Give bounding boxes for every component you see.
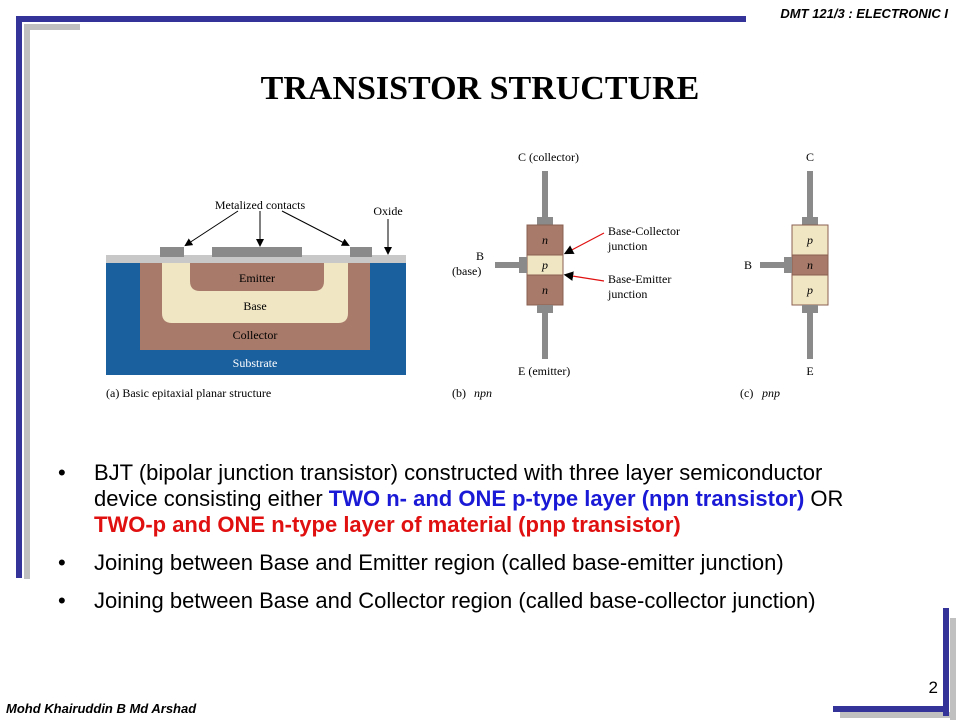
author-name: Mohd Khairuddin B Md Arshad [6, 701, 197, 716]
metalized-contacts-label: Metalized contacts [215, 198, 306, 212]
svg-text:p: p [806, 233, 813, 247]
caption-c-prefix: (c) [740, 386, 753, 400]
bullet-list: • BJT (bipolar junction transistor) cons… [58, 460, 878, 626]
bullet-base-collector: • Joining between Base and Collector reg… [58, 588, 816, 613]
pnp-emitter-label: E [806, 364, 813, 378]
npn-highlight: TWO n- and ONE p-type layer (npn transis… [328, 486, 805, 511]
npn-layer-top [526, 224, 564, 256]
npn-base-label: (base) [452, 264, 481, 278]
contact-left [160, 247, 184, 257]
pnp-base-label: B [744, 258, 752, 272]
svg-text:p: p [806, 283, 813, 297]
contact-right [350, 247, 372, 257]
npn-diagram: C (collector) n p n B (base) Base-Collec… [452, 150, 680, 400]
bullet-bjt-definition: • BJT (bipolar junction transistor) cons… [58, 460, 844, 537]
be-junction-label-2: junction [607, 287, 647, 301]
bc-junction-label-1: Base-Collector [608, 224, 680, 238]
slide-title: TRANSISTOR STRUCTURE [260, 70, 700, 107]
svg-text:p: p [541, 258, 548, 272]
contact-middle [212, 247, 302, 257]
substrate-label: Substrate [233, 356, 278, 370]
bullet-marker: • [58, 550, 66, 575]
npn-emitter-label: E (emitter) [518, 364, 570, 378]
pnp-highlight: TWO-p and ONE n-type layer of material (… [94, 512, 681, 537]
page-number: 2 [928, 678, 938, 697]
be-junction-label-1: Base-Emitter [608, 272, 671, 286]
base-label: Base [243, 299, 266, 313]
svg-text:n: n [807, 258, 813, 272]
pnp-diagram: C p n p B E (c) pnp [740, 150, 829, 400]
svg-text:n: n [542, 283, 548, 297]
pnp-collector-label: C [806, 150, 814, 164]
bullet-base-emitter: • Joining between Base and Emitter regio… [58, 550, 784, 575]
npn-base-letter: B [476, 249, 484, 263]
bullet-marker: • [58, 460, 66, 485]
caption-c-name: pnp [761, 386, 780, 400]
caption-b-name: npn [474, 386, 492, 400]
oxide-label: Oxide [373, 204, 402, 218]
bc-junction-label-2: junction [607, 239, 647, 253]
emitter-region [190, 263, 324, 291]
oxide-layer [106, 255, 406, 263]
transistor-structure-figure: Metalized contacts Oxide Emitter Base Co… [106, 150, 829, 400]
emitter-label: Emitter [239, 271, 275, 285]
caption-a: (a) Basic epitaxial planar structure [106, 386, 271, 400]
pnp-layer-bottom [791, 274, 829, 306]
svg-text:n: n [542, 233, 548, 247]
caption-b-prefix: (b) [452, 386, 466, 400]
course-code: DMT 121/3 : ELECTRONIC I [780, 6, 948, 21]
collector-label: Collector [233, 328, 278, 342]
epitaxial-structure-diagram: Metalized contacts Oxide Emitter Base Co… [106, 198, 406, 400]
npn-collector-label: C (collector) [518, 150, 579, 164]
bullet-marker: • [58, 588, 66, 613]
